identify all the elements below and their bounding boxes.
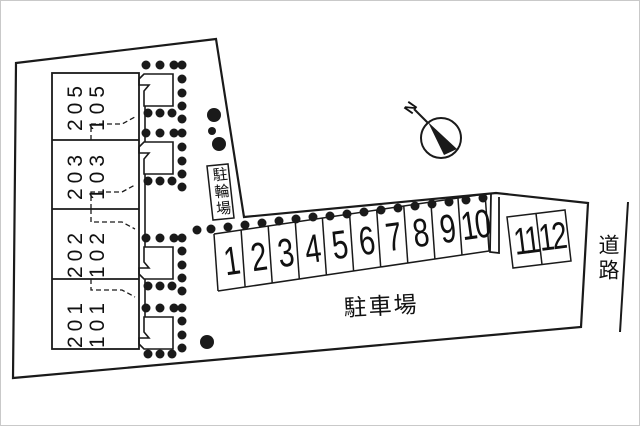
stall-number-11: 11 xyxy=(511,219,541,264)
parking-lot-label: 駐車場 xyxy=(342,291,420,321)
parking-side-block xyxy=(506,209,572,269)
room-label-101: 101 xyxy=(86,297,109,349)
building-outline xyxy=(51,72,140,350)
bicycle-parking-box xyxy=(206,163,235,221)
road-label: 道路 xyxy=(596,234,619,284)
room-label-105: 105 xyxy=(86,80,109,132)
compass-circle xyxy=(420,117,462,159)
site-boundary xyxy=(11,37,590,380)
room-label-205: 205 xyxy=(64,80,87,132)
compass-needle xyxy=(428,122,457,155)
balcony-dividers-dashed xyxy=(90,116,136,298)
room-label-203: 203 xyxy=(64,149,87,201)
stall-number-10: 10 xyxy=(458,201,492,250)
compass xyxy=(413,108,462,159)
room-label-201: 201 xyxy=(64,297,87,349)
shrub-dots xyxy=(141,60,488,359)
room-label-102: 102 xyxy=(86,227,109,279)
road-edge xyxy=(619,201,629,333)
boundary-notch xyxy=(489,193,500,255)
room-label-202: 202 xyxy=(64,227,87,279)
room-label-103: 103 xyxy=(86,149,109,201)
stall-number-12: 12 xyxy=(536,215,568,260)
compass-tail xyxy=(413,108,429,124)
